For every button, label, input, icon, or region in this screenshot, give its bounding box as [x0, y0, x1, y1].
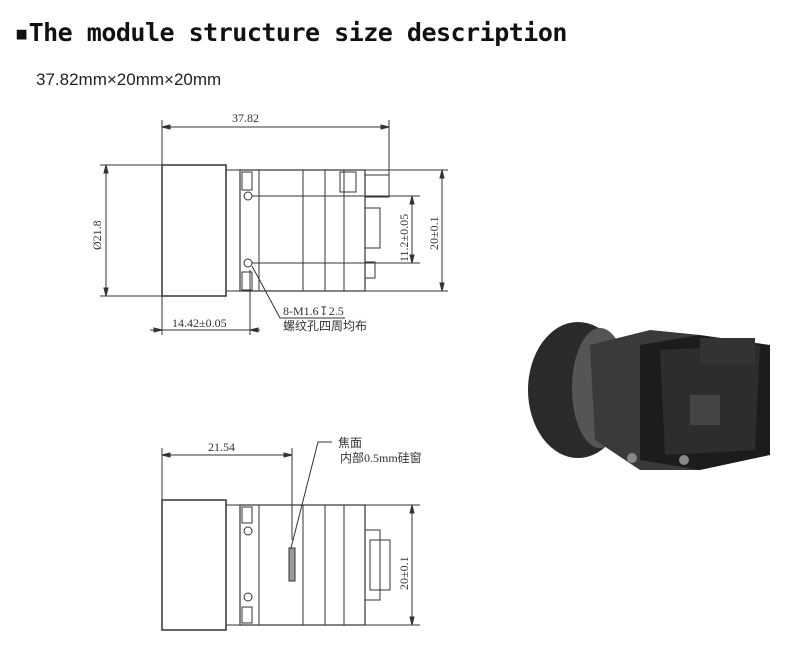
dimensions-summary: 37.82mm×20mm×20mm [36, 70, 222, 89]
top-view-drawing [100, 120, 448, 335]
dim-diameter: Ø21.8 [90, 220, 104, 250]
dim-height-bottom: 20±0.1 [397, 556, 411, 590]
focal-plane-label: 焦面 [338, 436, 362, 450]
heading-text: The module structure size description [28, 18, 568, 47]
section-heading: ▪The module structure size description [14, 18, 567, 47]
bottom-view-drawing [161, 441, 420, 631]
camera-module-photo [528, 322, 770, 470]
dim-focal-distance: 21.54 [208, 440, 235, 454]
bullet-icon: ▪ [14, 18, 29, 47]
dim-height-top: 20±0.1 [427, 216, 441, 250]
silicon-window-label: 内部0.5mm硅窗 [340, 450, 422, 465]
dim-lens-offset: 14.42±0.05 [172, 316, 227, 330]
dim-hole-spacing: 11.2±0.05 [397, 214, 411, 262]
screw-note-cn: 螺纹孔四周均布 [283, 319, 367, 333]
screw-note: 8-M1.6↧2.5 [283, 304, 344, 318]
dim-length: 37.82 [232, 111, 259, 125]
